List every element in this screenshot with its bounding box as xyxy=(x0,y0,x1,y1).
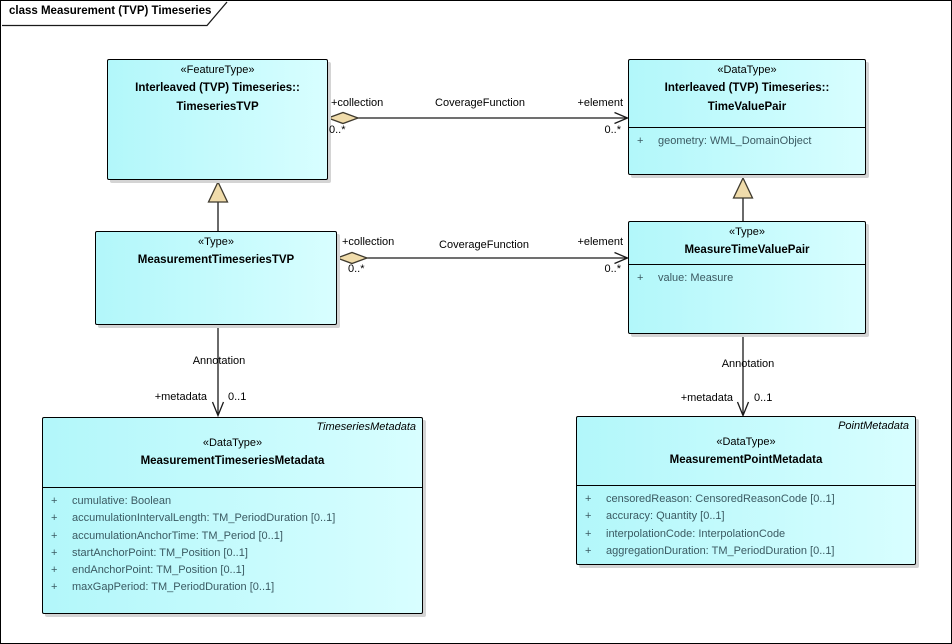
attribute-row: + endAnchorPoint: TM_Position [0..1] xyxy=(51,564,245,577)
open-arrowhead-icon xyxy=(736,401,750,418)
class-header: PointMetadata «DataType» MeasurementPoin… xyxy=(577,417,915,486)
class-name: TimeseriesTVP xyxy=(176,101,259,113)
class-name: MeasurementPointMetadata xyxy=(669,454,823,466)
attribute-row: + interpolationCode: InterpolationCode xyxy=(585,527,786,540)
stereotype-label: «DataType» xyxy=(716,436,776,448)
attribute-compartment: + value: Measure xyxy=(629,265,865,287)
connector-coveragefunction-middle[interactable] xyxy=(335,251,630,265)
class-header: «FeatureType» Interleaved (TVP) Timeseri… xyxy=(108,60,327,117)
target-role-label: +element xyxy=(577,236,623,248)
connector-generalization-right[interactable] xyxy=(732,176,754,221)
class-header: «Type» MeasureTimeValuePair xyxy=(629,222,865,265)
connector-coveragefunction-top[interactable] xyxy=(326,111,630,125)
open-arrowhead-icon xyxy=(614,251,630,265)
target-role-label: +metadata xyxy=(154,391,207,403)
class-box-measuretimevaluepair[interactable]: «Type» MeasureTimeValuePair + value: Mea… xyxy=(628,221,866,334)
connector-annotation-left[interactable] xyxy=(211,325,225,418)
generalization-triangle-icon xyxy=(732,176,754,199)
class-box-timeseriestvp[interactable]: «FeatureType» Interleaved (TVP) Timeseri… xyxy=(107,59,328,180)
stereotype-label: «FeatureType» xyxy=(180,64,255,76)
target-multiplicity-label: 0..1 xyxy=(754,392,773,404)
corner-ref-label: PointMetadata xyxy=(838,420,909,432)
attribute-row: + censoredReason: CensoredReasonCode [0.… xyxy=(585,493,835,505)
attribute-compartment: + cumulative: Boolean + accumulationInte… xyxy=(43,488,422,597)
attribute-row: + accuracy: Quantity [0..1] xyxy=(585,510,725,523)
target-multiplicity-label: 0..* xyxy=(604,124,621,136)
class-box-measurementtimeseriestvp[interactable]: «Type» MeasurementTimeseriesTVP xyxy=(95,231,337,325)
attribute-row: + cumulative: Boolean xyxy=(51,495,172,507)
class-name: MeasurementTimeseriesMetadata xyxy=(140,455,325,467)
aggregation-diamond-icon xyxy=(335,251,369,265)
connector-name-label: Annotation xyxy=(721,358,775,370)
source-role-label: +collection xyxy=(342,236,395,248)
corner-ref-label: TimeseriesMetadata xyxy=(316,421,416,433)
source-multiplicity-label: 0..* xyxy=(348,263,365,275)
attribute-row: + startAnchorPoint: TM_Position [0..1] xyxy=(51,546,248,559)
attribute-row: + value: Measure xyxy=(637,272,734,284)
class-name: Interleaved (TVP) Timeseries:: xyxy=(135,82,300,94)
attribute-compartment: + geometry: WML_DomainObject xyxy=(629,128,865,150)
aggregation-diamond-icon xyxy=(326,111,360,125)
open-arrowhead-icon xyxy=(211,401,225,418)
class-header: «DataType» Interleaved (TVP) Timeseries:… xyxy=(629,60,865,128)
attribute-row: + geometry: WML_DomainObject xyxy=(637,135,812,147)
target-role-label: +element xyxy=(577,97,623,109)
class-name: Interleaved (TVP) Timeseries:: xyxy=(664,82,830,94)
stereotype-label: «DataType» xyxy=(717,64,777,76)
target-multiplicity-label: 0..* xyxy=(604,263,621,275)
class-name: MeasureTimeValuePair xyxy=(684,244,810,256)
connector-name-label: CoverageFunction xyxy=(435,97,525,109)
attribute-row: + aggregationDuration: TM_PeriodDuration… xyxy=(585,544,835,557)
class-box-measurementpointmetadata[interactable]: PointMetadata «DataType» MeasurementPoin… xyxy=(576,416,916,565)
class-box-measurementtimeseriesmetadata[interactable]: TimeseriesMetadata «DataType» Measuremen… xyxy=(42,417,423,614)
frame-title: class Measurement (TVP) Timeseries xyxy=(9,5,212,17)
class-name: MeasurementTimeseriesTVP xyxy=(137,254,295,266)
source-multiplicity-label: 0..* xyxy=(329,124,346,136)
target-role-label: +metadata xyxy=(680,392,733,404)
stereotype-label: «Type» xyxy=(197,236,235,248)
class-header: «Type» MeasurementTimeseriesTVP xyxy=(96,232,336,270)
attribute-row: + accumulationIntervalLength: TM_PeriodD… xyxy=(51,512,336,525)
connector-annotation-right[interactable] xyxy=(736,334,750,418)
open-arrowhead-icon xyxy=(614,111,630,125)
class-header: TimeseriesMetadata «DataType» Measuremen… xyxy=(43,418,422,488)
source-role-label: +collection xyxy=(331,97,384,109)
attribute-row: + accumulationAnchorTime: TM_Period [0..… xyxy=(51,529,283,542)
class-name: TimeValuePair xyxy=(707,101,787,113)
connector-name-label: CoverageFunction xyxy=(439,239,529,251)
target-multiplicity-label: 0..1 xyxy=(228,391,247,403)
generalization-triangle-icon xyxy=(207,180,229,203)
diagram-frame-tab xyxy=(2,1,228,27)
class-box-timevaluepair[interactable]: «DataType» Interleaved (TVP) Timeseries:… xyxy=(628,59,866,175)
stereotype-label: «DataType» xyxy=(202,437,263,449)
connector-generalization-left[interactable] xyxy=(207,180,229,231)
attribute-row: + maxGapPeriod: TM_PeriodDuration [0..1] xyxy=(51,581,275,594)
attribute-compartment: + censoredReason: CensoredReasonCode [0.… xyxy=(577,486,915,560)
connector-name-label: Annotation xyxy=(192,355,246,367)
stereotype-label: «Type» xyxy=(728,226,766,238)
